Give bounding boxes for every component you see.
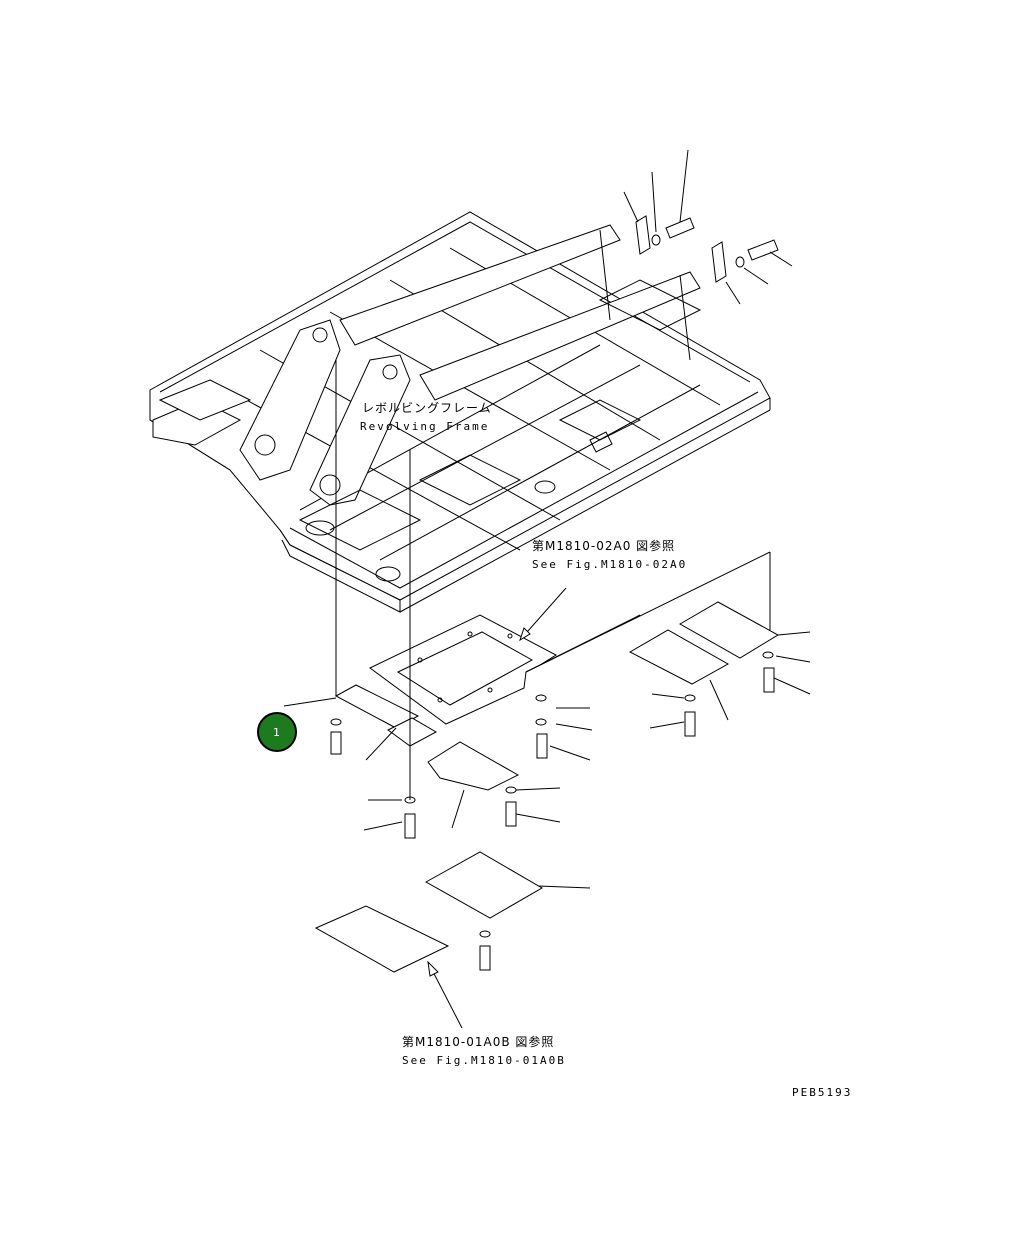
leader-lines [283, 360, 811, 1029]
ref-a-label-jp: 第M1810-02A0 図参照 [532, 538, 675, 553]
upper-bracket-parts [623, 149, 793, 305]
cover-plates [314, 601, 779, 973]
ref-b-label-jp: 第M1810-01A0B 図参照 [402, 1034, 554, 1049]
ref-a-label-en: See Fig.M1810-02A0 [532, 558, 687, 571]
callout-1-circle[interactable] [257, 712, 297, 752]
callout-1-number[interactable]: 1 [273, 726, 280, 739]
revolving-frame-drawing [149, 211, 771, 613]
drawing-id: PEB5193 [792, 1086, 852, 1099]
frame-label-jp: レボルビングフレーム [362, 401, 492, 415]
bolts-washers [330, 651, 775, 971]
ref-b-label-en: See Fig.M1810-01A0B [402, 1054, 566, 1067]
frame-label-en: Revolving Frame [360, 420, 489, 433]
callout-1[interactable]: 1 [257, 712, 297, 752]
